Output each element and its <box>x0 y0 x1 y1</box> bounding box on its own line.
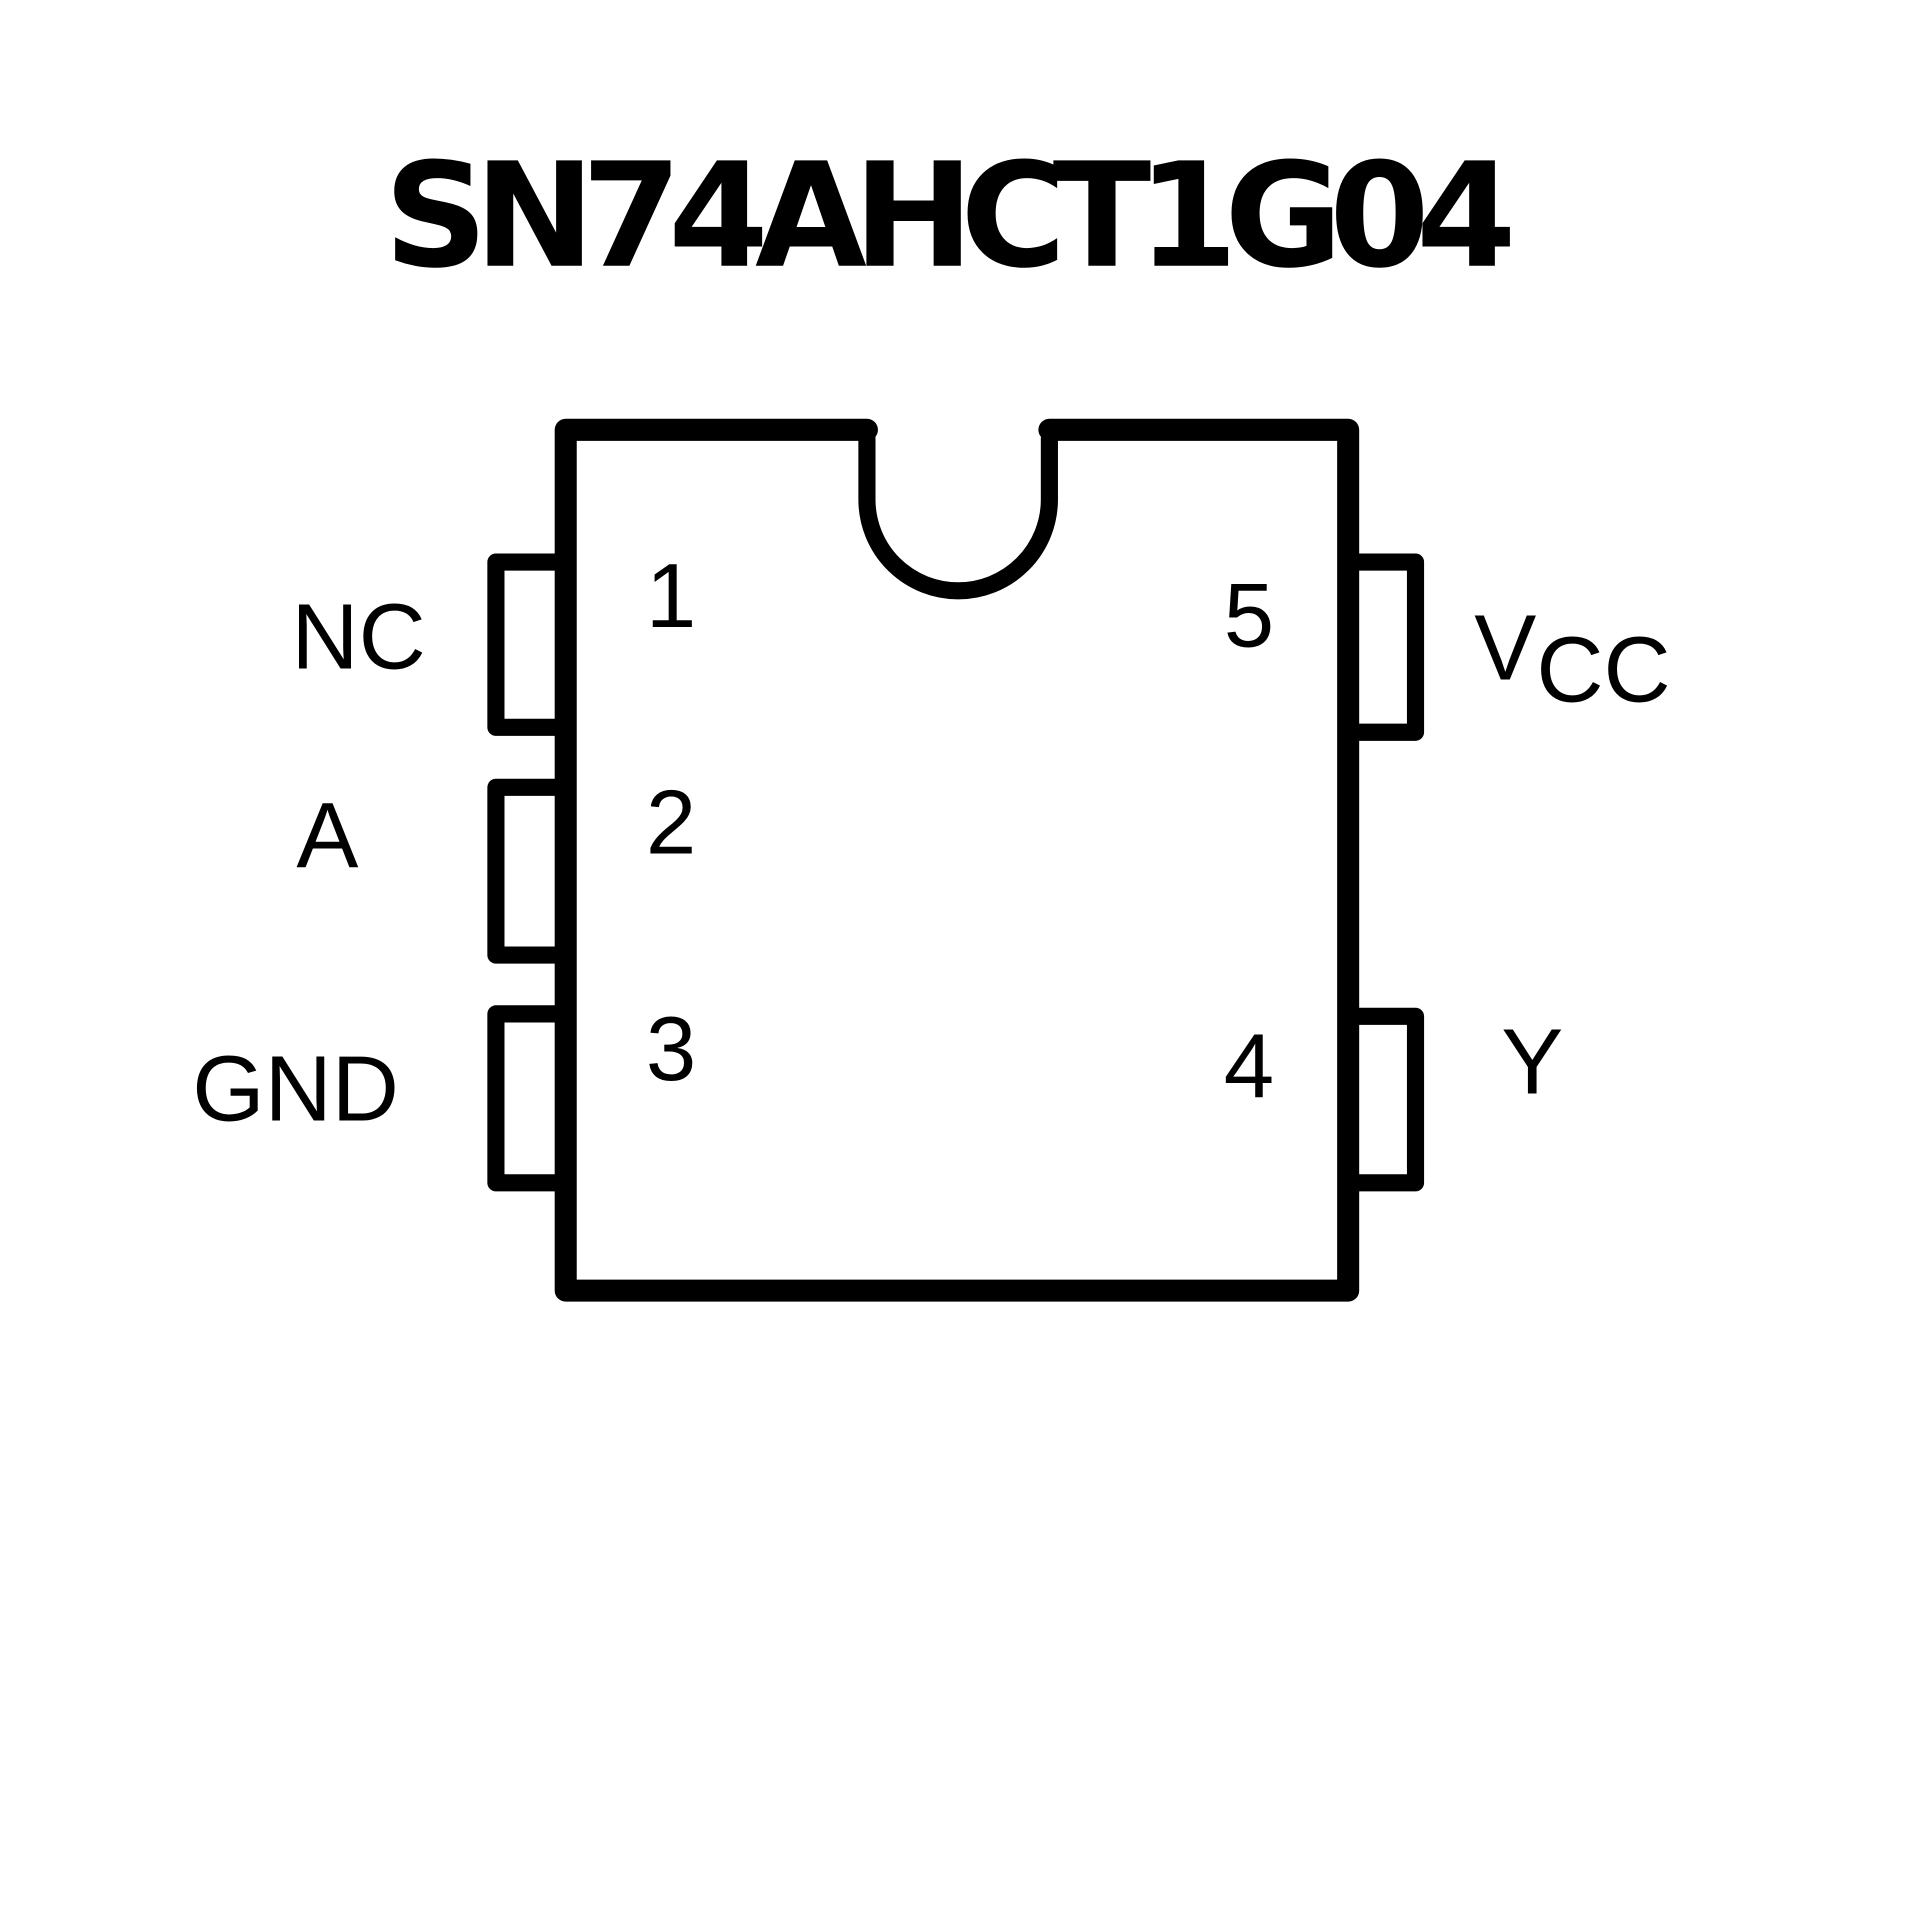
pin-name-nc: NC <box>291 585 425 689</box>
pin-name-y: Y <box>1501 1009 1563 1113</box>
pin-number-2: 2 <box>646 772 696 873</box>
vcc-subscript: CC <box>1536 618 1670 722</box>
vcc-main: V <box>1474 596 1536 700</box>
pin-1-lead <box>487 553 566 736</box>
pin-name-a: A <box>296 783 358 887</box>
orientation-notch <box>858 429 1058 600</box>
chip-title: SN74AHCT1G04 <box>384 133 1517 301</box>
pin-name-gnd: GND <box>192 1036 399 1140</box>
pin-3-lead <box>487 1005 566 1192</box>
pin-4-lead <box>1348 1007 1425 1192</box>
pin-name-vcc: VCC <box>1474 596 1670 722</box>
pin-number-1: 1 <box>646 546 696 647</box>
pin-number-5: 5 <box>1224 566 1274 667</box>
pin-2-lead <box>487 778 566 964</box>
pin-number-3: 3 <box>646 999 696 1100</box>
package-body <box>554 418 1360 1302</box>
pin-number-4: 4 <box>1224 1016 1274 1117</box>
pin-5-lead <box>1348 553 1425 741</box>
